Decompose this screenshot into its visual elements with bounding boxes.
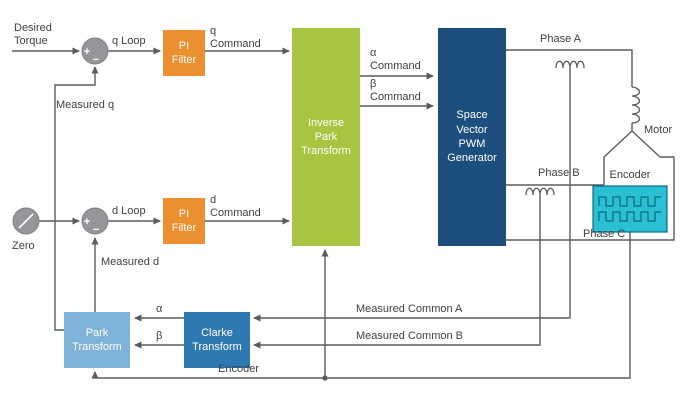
sum-junction-q-circle [81, 37, 109, 65]
phase-b-label: Phase B [538, 167, 580, 179]
zero-node [12, 207, 40, 235]
beta-label: β [156, 330, 163, 342]
minus-sign: − [93, 54, 99, 66]
wire-phase-c [506, 156, 675, 241]
measured-d-label: Measured d [101, 256, 160, 268]
desired-torque-label: Desired Torque [14, 22, 52, 47]
wire-measured-common-a [253, 68, 571, 322]
zero-slash-icon [18, 213, 34, 229]
phase-a-label: Phase A [540, 33, 581, 45]
measured-common-a-label: Measured Common A [356, 303, 463, 315]
pi-filter-d-block: PI Filter [163, 198, 205, 244]
beta-command-label: β Command [370, 78, 421, 103]
encoder-box [592, 185, 668, 233]
q-command-label: q Command [210, 25, 261, 50]
wire-measured-q [54, 66, 99, 331]
d-loop-label: d Loop [112, 205, 146, 217]
encoder-block-label: Encoder [609, 169, 651, 181]
motor-wye-connection [603, 123, 661, 185]
measured-q-label: Measured q [56, 99, 115, 111]
sum-junction-d-circle [81, 207, 109, 235]
plus-sign: + [84, 46, 90, 58]
alpha-label: α [156, 303, 163, 315]
clarke-transform-block: Clarke Transform [184, 312, 250, 368]
zero-label: Zero [12, 240, 35, 252]
inverse-park-transform-block: Inverse Park Transform [292, 28, 360, 246]
d-command-label: d Command [210, 194, 261, 219]
alpha-command-label: α Command [370, 47, 421, 72]
encoder-waveform-b-icon [598, 211, 661, 222]
wire-junction-dot [322, 375, 328, 381]
park-transform-block: Park Transform [64, 312, 130, 368]
minus-sign: − [93, 224, 99, 236]
motor-winding-icon [631, 86, 641, 124]
measured-common-b-label: Measured Common B [356, 330, 463, 342]
encoder-waveform-a-icon [598, 196, 661, 207]
encoder-feedback-label: Encoder [218, 363, 259, 375]
q-loop-label: q Loop [112, 35, 146, 47]
pi-filter-q-block: PI Filter [163, 30, 205, 76]
sum-junction-q: + − [81, 37, 109, 66]
wire-phase-a [506, 49, 633, 87]
plus-sign: + [84, 216, 90, 228]
wire-measured-common-b [253, 195, 541, 349]
wire-encoder-feedback [91, 232, 631, 379]
space-vector-pwm-generator-block: Space Vector PWM Generator [438, 28, 506, 246]
motor-label: Motor [644, 124, 673, 136]
encoder-block [592, 185, 668, 233]
current-sensor-a-icon [555, 60, 585, 69]
phase-c-label: Phase C [583, 228, 626, 240]
sum-junction-d: + − [81, 207, 109, 236]
current-sensor-b-icon [525, 187, 555, 196]
